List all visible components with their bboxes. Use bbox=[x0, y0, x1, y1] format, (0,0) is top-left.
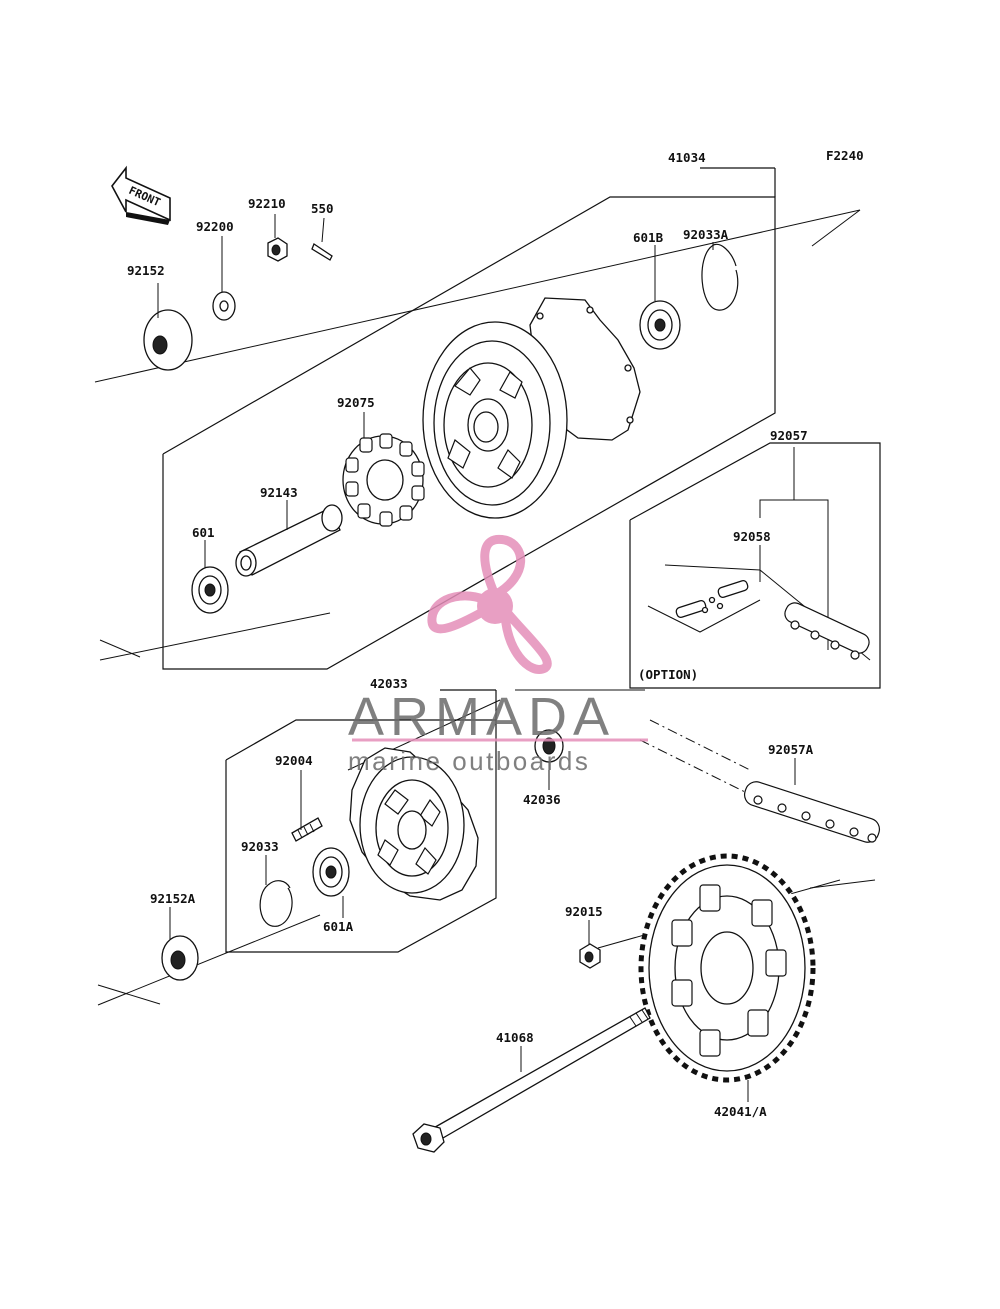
label-42036: 42036 bbox=[523, 792, 561, 807]
label-92143: 92143 bbox=[260, 485, 298, 500]
option-box bbox=[629, 442, 881, 689]
watermark-brand: ARMADA bbox=[348, 687, 615, 747]
collar-92152A bbox=[161, 935, 199, 981]
label-550: 550 bbox=[311, 201, 334, 216]
sprocket-42041A bbox=[638, 853, 816, 1083]
upper-assembly-bracket bbox=[162, 167, 776, 670]
watermark-tagline: marine outboards bbox=[348, 746, 590, 776]
label-92004: 92004 bbox=[275, 753, 313, 768]
label-41034: 41034 bbox=[668, 150, 706, 165]
bearing-601A bbox=[312, 847, 350, 897]
label-92057: 92057 bbox=[770, 428, 808, 443]
nut-92015 bbox=[579, 943, 601, 969]
collar-92152 bbox=[143, 309, 193, 371]
circlip-92033 bbox=[259, 880, 293, 927]
cotter-pin-550 bbox=[311, 243, 333, 261]
lower-assembly-bracket bbox=[225, 689, 497, 953]
stud-92004 bbox=[291, 817, 323, 842]
label-92033: 92033 bbox=[241, 839, 279, 854]
collar-42036 bbox=[534, 729, 564, 763]
sprocket-carrier bbox=[349, 747, 479, 901]
washer-92200 bbox=[212, 291, 236, 321]
propeller-icon bbox=[427, 534, 552, 674]
label-601B: 601B bbox=[633, 230, 664, 245]
propeller-hub-icon bbox=[477, 588, 513, 624]
label-92058: 92058 bbox=[733, 529, 771, 544]
option-label: (OPTION) bbox=[638, 667, 698, 682]
front-arrow-icon: FRONT bbox=[111, 165, 171, 225]
label-42041A: 42041/A bbox=[714, 1104, 767, 1119]
chain-92057A bbox=[639, 719, 881, 843]
spacer-92143 bbox=[235, 504, 343, 577]
rear-wheel-hub bbox=[422, 297, 641, 519]
bearing-601B bbox=[639, 300, 681, 350]
label-92152: 92152 bbox=[127, 263, 165, 278]
label-92200: 92200 bbox=[196, 219, 234, 234]
label-601: 601 bbox=[192, 525, 215, 540]
chain-segment-92057 bbox=[784, 602, 870, 660]
bearing-601 bbox=[191, 566, 229, 614]
label-92075: 92075 bbox=[337, 395, 375, 410]
label-92015: 92015 bbox=[565, 904, 603, 919]
label-601A: 601A bbox=[323, 919, 354, 934]
label-92033A: 92033A bbox=[683, 227, 729, 242]
label-92057A: 92057A bbox=[768, 742, 814, 757]
circlip-92033A bbox=[701, 243, 739, 311]
label-42033: 42033 bbox=[370, 676, 408, 691]
label-41068: 41068 bbox=[496, 1030, 534, 1045]
axle-41068 bbox=[412, 1007, 651, 1153]
nut-92210 bbox=[267, 237, 288, 262]
label-92152A: 92152A bbox=[150, 891, 196, 906]
damper-92075 bbox=[342, 433, 425, 527]
armada-logo: ARMADA marine outboards bbox=[348, 534, 648, 776]
label-92210: 92210 bbox=[248, 196, 286, 211]
diagram-code: F2240 bbox=[826, 148, 864, 163]
